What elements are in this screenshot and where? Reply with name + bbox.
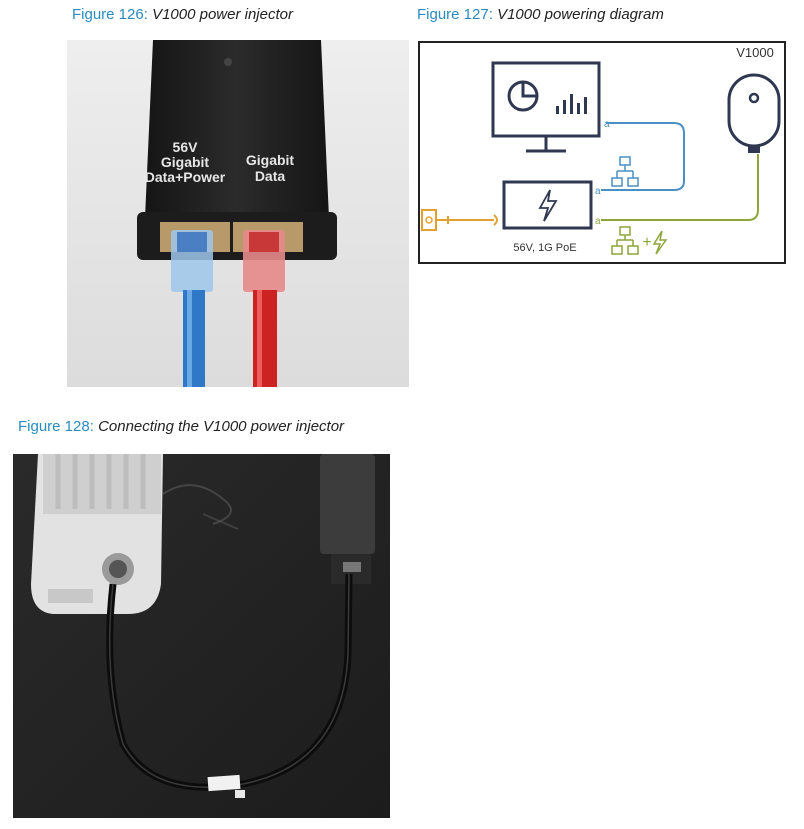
port2-label-line1: Gigabit: [246, 152, 295, 168]
monitor-icon: [491, 61, 601, 153]
port2-label-line2: Data: [255, 168, 286, 184]
network-icon: [611, 156, 639, 187]
figure-128-caption: Figure 128: Connecting the V1000 power i…: [18, 418, 344, 435]
port1-label-line3: Data+Power: [145, 169, 226, 185]
figure-127-number: Figure 127:: [417, 6, 493, 23]
svg-text:a: a: [595, 216, 601, 227]
figure-128-number: Figure 128:: [18, 418, 94, 435]
figure-127-title: V1000 powering diagram: [497, 6, 664, 23]
figure-126-caption: Figure 126: V1000 power injector: [72, 6, 293, 23]
svg-text:a: a: [604, 119, 610, 130]
power-injector-photo: 56V Gigabit Data+Power Gigabit Data: [67, 40, 409, 387]
poe-injector-icon: [502, 180, 593, 230]
figure-126-number: Figure 126:: [72, 6, 148, 23]
network-power-icon: [611, 226, 668, 255]
figure-126-title: V1000 power injector: [152, 6, 293, 23]
v1000-device-label: V1000: [736, 45, 774, 60]
v1000-connection-photo: [13, 454, 390, 818]
v1000-unit-photo: [31, 454, 163, 614]
figure-127-caption: Figure 127: V1000 powering diagram: [417, 6, 664, 23]
port1-label-line1: 56V: [173, 139, 199, 155]
plus-sign: +: [642, 234, 651, 251]
v1000-device-icon: [727, 73, 781, 153]
svg-text:a: a: [595, 186, 601, 197]
powering-diagram: V1000 56V, 1G PoE a a: [418, 41, 786, 264]
port1-label-line2: Gigabit: [161, 154, 210, 170]
injector-label: 56V, 1G PoE: [513, 242, 576, 254]
figure-128-title: Connecting the V1000 power injector: [98, 418, 345, 435]
